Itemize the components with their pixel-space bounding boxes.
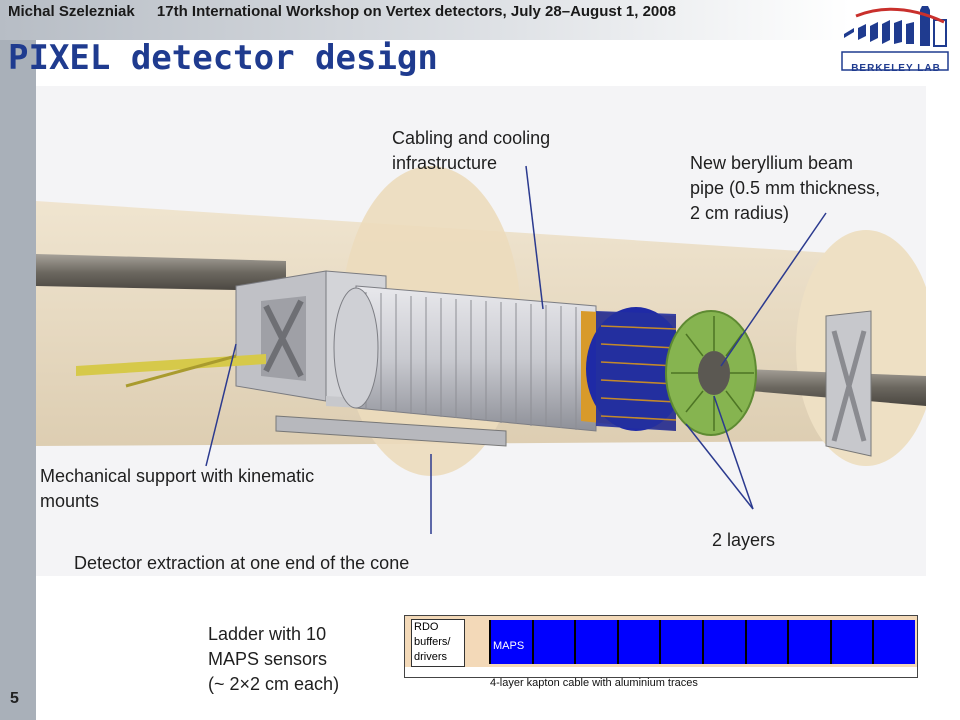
label-beam-pipe: New beryllium beam pipe (0.5 mm thicknes… xyxy=(690,151,880,226)
maps-sensor-strip xyxy=(489,620,915,664)
maps-sensor-chip xyxy=(744,620,788,664)
label-beam-pipe-line1: New beryllium beam xyxy=(690,153,854,173)
rdo-line2: buffers/ xyxy=(414,636,451,648)
berkeley-lab-logo xyxy=(841,6,949,71)
label-beam-pipe-line2: pipe (0.5 mm thickness, xyxy=(690,178,881,198)
maps-label: MAPS xyxy=(493,640,525,652)
maps-sensor-chip xyxy=(659,620,702,664)
kapton-cable xyxy=(404,667,918,678)
maps-sensor-chip xyxy=(829,620,873,664)
ladder-board: RDO buffers/ drivers MAPS xyxy=(404,615,918,669)
maps-sensor-chip xyxy=(787,620,830,664)
ladder-description-line1: Ladder with 10 xyxy=(208,624,327,644)
maps-sensor-chip xyxy=(872,620,915,664)
maps-sensor-chip xyxy=(574,620,617,664)
header-band xyxy=(0,0,850,40)
cable-label: 4-layer kapton cable with aluminium trac… xyxy=(490,677,698,689)
page-title: PIXEL detector design xyxy=(8,38,438,78)
label-beam-pipe-line3: 2 cm radius) xyxy=(690,203,790,223)
maps-sensor-chip xyxy=(702,620,745,664)
label-layers: 2 layers xyxy=(712,530,776,550)
rdo-box: RDO buffers/ drivers xyxy=(411,619,465,667)
label-cabling-line2: infrastructure xyxy=(392,153,498,173)
label-mechanical-line1: Mechanical support with kinematic xyxy=(40,466,315,486)
label-mechanical-support: Mechanical support with kinematic mounts xyxy=(40,464,314,514)
rdo-line1: RDO xyxy=(414,621,439,633)
label-cabling: Cabling and cooling infrastructure xyxy=(392,126,550,176)
ladder-description-line3: (~ 2×2 cm each) xyxy=(208,674,340,694)
header-text: Michal Szelezniak 17th International Wor… xyxy=(8,3,694,20)
label-mechanical-line2: mounts xyxy=(40,491,100,511)
maps-sensor-chip xyxy=(489,620,532,664)
maps-sensor-chip xyxy=(531,620,575,664)
label-extraction: Detector extraction at one end of the co… xyxy=(74,553,410,573)
header-event: 17th International Workshop on Vertex de… xyxy=(156,3,676,20)
maps-sensor-chip xyxy=(616,620,660,664)
logo-text: BERKELEY LAB xyxy=(851,63,941,74)
slide-number: 5 xyxy=(10,690,19,707)
label-cabling-line1: Cabling and cooling xyxy=(392,128,551,148)
left-sidebar-bar xyxy=(0,40,36,720)
ladder-diagram: RDO buffers/ drivers MAPS 4-layer kapton… xyxy=(404,615,918,689)
ladder-description: Ladder with 10 MAPS sensors (~ 2×2 cm ea… xyxy=(208,622,339,697)
ladder-description-line2: MAPS sensors xyxy=(208,649,328,669)
detector-render-image xyxy=(36,86,926,576)
header-author: Michal Szelezniak xyxy=(8,3,135,20)
rdo-line3: drivers xyxy=(414,651,448,663)
